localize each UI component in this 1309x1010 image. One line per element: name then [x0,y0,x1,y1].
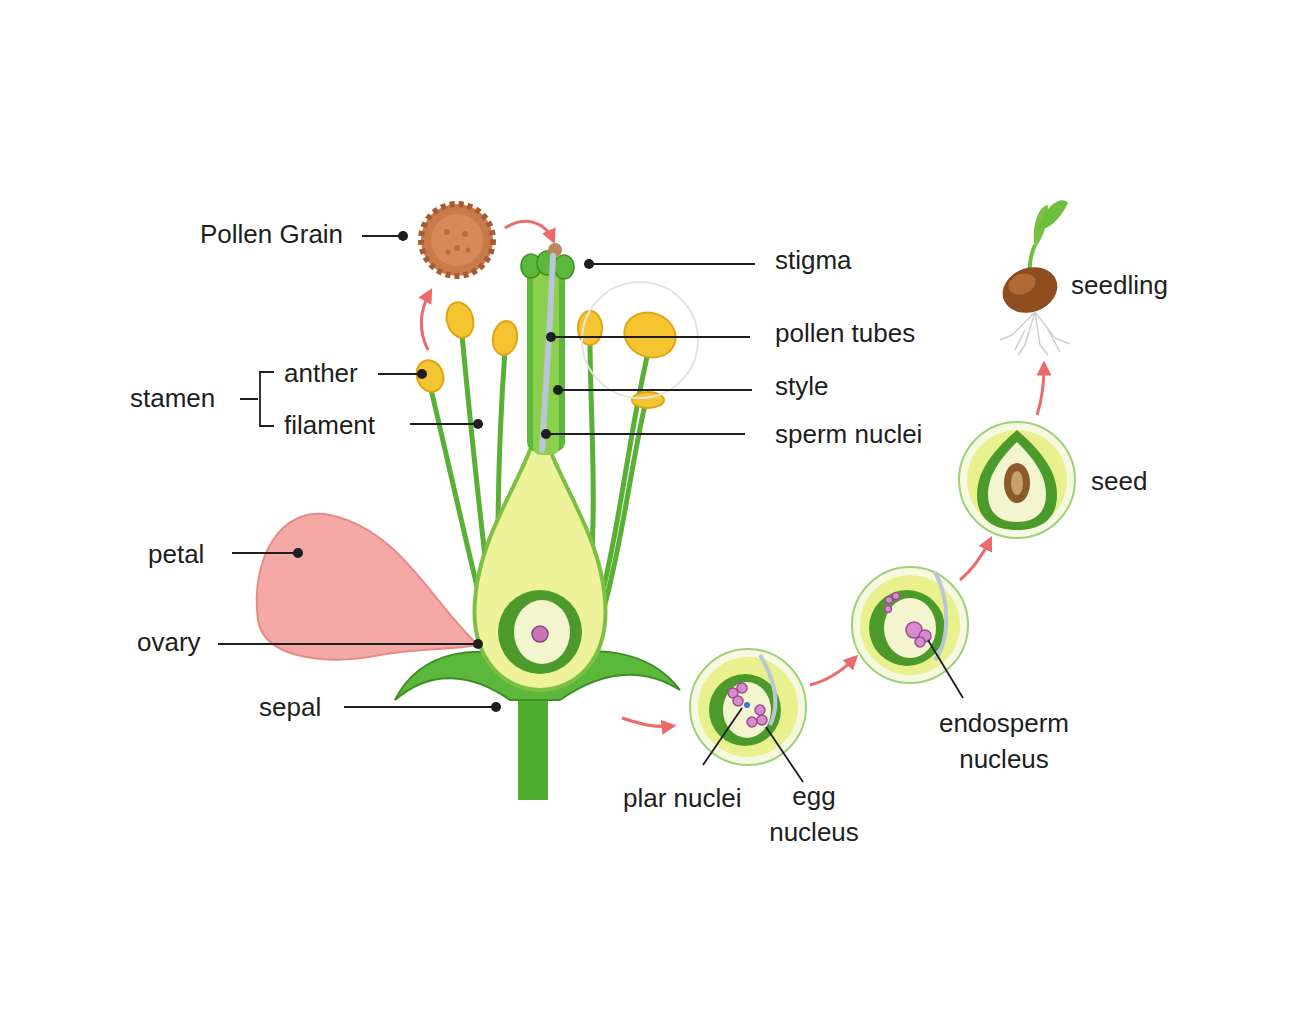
leader-lines [218,236,963,782]
ovary-shape [475,420,606,690]
part-label: ovary [137,626,201,658]
part-label: petal [148,538,204,570]
pollen-tube [542,256,553,450]
zoom-ring [582,282,698,398]
leader-dots [293,231,594,712]
seedling [996,200,1070,355]
ovule-nucleus [532,626,548,642]
anthers [412,299,682,408]
fertilization-stage [690,649,806,765]
part-label: filament [284,409,375,441]
stigma-lobes [521,251,574,279]
part-label: seed [1091,465,1147,497]
part-label: seedling [1071,269,1168,301]
part-label: sepal [259,691,321,723]
part-label: plar nuclei [623,782,742,814]
stem [518,700,548,800]
part-label: pollen tubes [775,317,915,349]
part-label: Pollen Grain [200,218,343,250]
part-label: egg nucleus [752,778,876,850]
ovule [498,590,582,674]
pollen-grain [421,204,493,276]
part-label: stamen [130,382,215,414]
embryo-sac [514,600,570,664]
petal-shape [257,514,478,660]
seed-stage [959,422,1075,538]
endosperm-stage [852,567,968,683]
part-label: sperm nuclei [775,418,922,450]
part-label: endosperm nucleus [918,705,1090,777]
part-label: stigma [775,244,852,276]
part-label: style [775,370,828,402]
part-label: anther [284,357,358,389]
